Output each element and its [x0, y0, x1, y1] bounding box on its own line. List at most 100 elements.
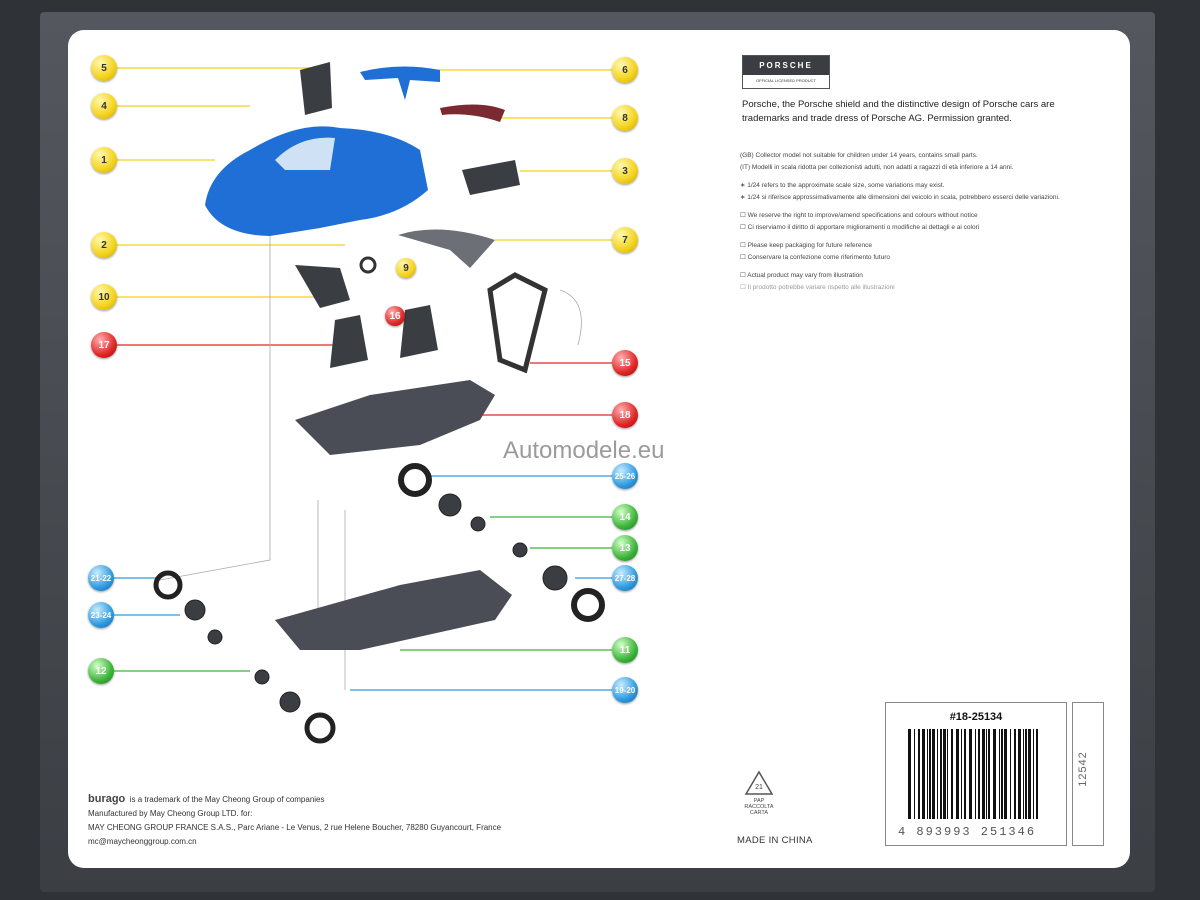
steering-wheel-part — [359, 256, 377, 274]
callout-21-22: 21-22 — [88, 565, 114, 591]
callout-13: 13 — [612, 535, 638, 561]
barcode-bar — [932, 729, 935, 819]
note: ☐ Actual product may vary from illustrat… — [740, 272, 863, 279]
side-window-part — [462, 160, 520, 195]
barcode-bar — [908, 729, 911, 819]
callout-4: 4 — [91, 93, 117, 119]
recycle-symbol: 21 PAP RACCOLTA CARTA — [738, 770, 780, 816]
recycle-label: RACCOLTA — [744, 804, 774, 810]
dashboard-part — [295, 265, 350, 308]
chassis-part — [275, 570, 512, 650]
ean-number: 4 893993 251346 — [898, 825, 1037, 839]
note: ☐ Conservare la confezione come riferime… — [740, 254, 890, 261]
callout-25-26: 25-26 — [612, 463, 638, 489]
callout-9: 9 — [396, 258, 416, 278]
note: ☐ Ci riserviamo il diritto di apportare … — [740, 224, 980, 231]
barcode-bar — [978, 729, 980, 819]
brake-part — [512, 542, 528, 558]
callout-7: 7 — [612, 227, 638, 253]
callout-27-28: 27-28 — [612, 565, 638, 591]
brake-part — [470, 516, 486, 532]
callout-23-24: 23-24 — [88, 602, 114, 628]
barcode-bar — [961, 729, 962, 819]
note: (IT) Modelli in scala ridotta per collez… — [740, 164, 1014, 171]
barcode-bar — [1004, 729, 1007, 819]
note: (GB) Collector model not suitable for ch… — [740, 152, 978, 159]
barcode-bar — [918, 729, 920, 819]
callout-10: 10 — [91, 284, 117, 310]
barcode-bar — [975, 729, 976, 819]
note: ∗ 1/24 si riferisce approssimativamente … — [740, 194, 1060, 201]
made-in-label: MADE IN CHINA — [737, 835, 813, 846]
note: ☐ Please keep packaging for future refer… — [740, 242, 872, 249]
barcode-bar — [922, 729, 925, 819]
barcode-bar — [1033, 729, 1034, 819]
footer-line: mc@maycheonggroup.com.cn — [88, 837, 197, 846]
callout-16: 16 — [385, 306, 405, 326]
recycle-label: CARTA — [749, 810, 769, 816]
rear-light-part — [440, 104, 505, 122]
seat-part — [400, 305, 438, 358]
rear-wing-part — [360, 66, 440, 100]
note: ☐ Il prodotto potrebbe variare rispetto … — [740, 284, 895, 291]
barcode-bar — [1028, 729, 1031, 819]
callout-17: 17 — [91, 332, 117, 358]
barcode-bar — [993, 729, 996, 819]
tyre-part — [398, 463, 432, 497]
callout-18: 18 — [612, 402, 638, 428]
callout-11: 11 — [612, 637, 638, 663]
porsche-license-logo: PORSCHE OFFICIAL LICENSED PRODUCT — [742, 55, 830, 89]
barcode-bar — [947, 729, 948, 819]
item-code: #18-25134 — [949, 711, 1003, 723]
burago-logo: burago — [88, 793, 126, 805]
svg-text:21: 21 — [755, 784, 763, 791]
watermark: Automodele.eu — [503, 437, 665, 464]
barcode-bar — [1023, 729, 1024, 819]
footer-line: Manufactured by May Cheong Group LTD. fo… — [88, 809, 253, 818]
door-panel-part — [300, 62, 332, 115]
barcode-bar — [999, 729, 1000, 819]
callout-8: 8 — [612, 105, 638, 131]
note: ∗ 1/24 refers to the approximate scale s… — [740, 182, 945, 189]
callout-5: 5 — [91, 55, 117, 81]
brake-part — [254, 669, 270, 685]
callout-19-20: 19-20 — [612, 677, 638, 703]
barcode-bar — [1018, 729, 1021, 819]
barcode-bar — [988, 729, 990, 819]
callout-1: 1 — [91, 147, 117, 173]
callout-6: 6 — [612, 57, 638, 83]
side-label: 12542 — [1072, 702, 1104, 846]
barcode-bar — [969, 729, 972, 819]
callout-3: 3 — [612, 158, 638, 184]
barcode-bar — [927, 729, 928, 819]
wheel-rim-part — [279, 691, 301, 713]
callout-2: 2 — [91, 232, 117, 258]
barcode-bar — [964, 729, 966, 819]
notes: (GB) Collector model not suitable for ch… — [740, 150, 1100, 294]
side-number: 12542 — [1076, 751, 1089, 787]
seat-part — [330, 315, 368, 368]
callout-12: 12 — [88, 658, 114, 684]
wheel-rim-part — [184, 599, 206, 621]
footer-line: is a trademark of the May Cheong Group o… — [129, 795, 325, 804]
barcode-bar — [1010, 729, 1011, 819]
barcode-bar — [937, 729, 938, 819]
footer: burago is a trademark of the May Cheong … — [88, 792, 501, 849]
recycle-label: PAP — [753, 798, 765, 804]
tyre-part — [304, 712, 336, 744]
licensed-label: OFFICIAL LICENSED PRODUCT — [756, 78, 816, 83]
wheel-rim-part — [438, 493, 462, 517]
footer-line: MAY CHEONG GROUP FRANCE S.A.S., Parc Ari… — [88, 823, 502, 832]
callout-14: 14 — [612, 504, 638, 530]
barcode-bar — [1001, 729, 1003, 819]
barcode — [908, 729, 1038, 819]
barcode-bar — [956, 729, 959, 819]
tyre-part — [153, 570, 183, 600]
barcode-bar — [940, 729, 942, 819]
barcode-label: #18-25134 4 893993 251346 — [885, 702, 1067, 846]
note: ☐ We reserve the right to improve/amend … — [740, 212, 978, 219]
barcode-bar — [1014, 729, 1016, 819]
barcode-bar — [986, 729, 987, 819]
recycle-triangle-icon: 21 — [744, 770, 774, 795]
